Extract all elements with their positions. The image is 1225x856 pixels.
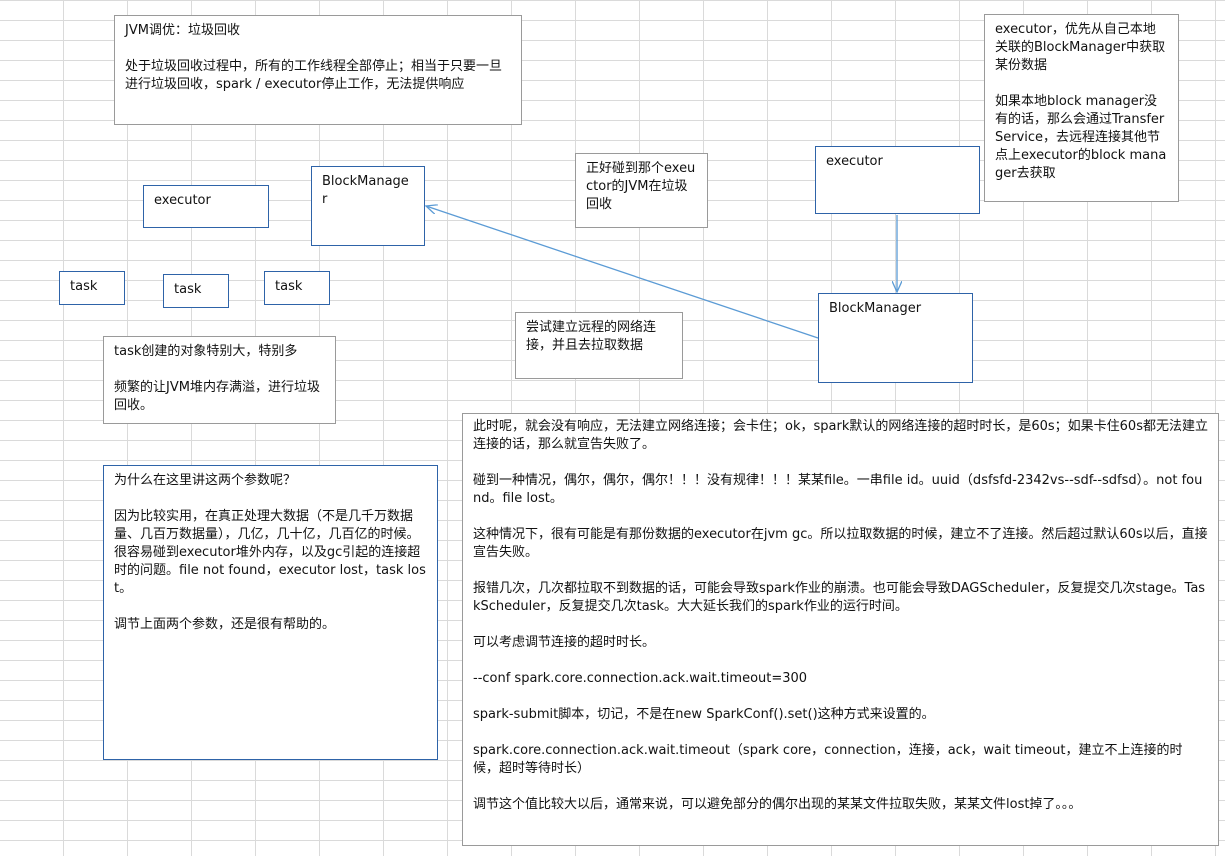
executor-fetch-note: executor，优先从自己本地关联的BlockManager中获取某份数据 如… — [984, 14, 1179, 202]
jvm-gc-title: JVM调优：垃圾回收 — [125, 23, 240, 38]
timeout-paragraph-6: --conf spark.core.connection.ack.wait.ti… — [473, 671, 808, 686]
why-parameters-note: 为什么在这里讲这两个参数呢？ 因为比较实用，在真正处理大数据（不是几千万数据量、… — [103, 465, 438, 760]
right-block-manager-box: BlockManager — [818, 293, 973, 383]
why-reason: 因为比较实用，在真正处理大数据（不是几千万数据量、几百万数据量），几亿，几十亿，… — [114, 509, 426, 596]
task-object-note: task创建的对象特别大，特别多 频繁的让JVM堆内存满溢，进行垃圾回收。 — [103, 336, 336, 424]
timeout-paragraph-7: spark-submit脚本，切记，不是在new SparkConf().set… — [473, 707, 935, 722]
task-box-2: task — [163, 274, 229, 308]
timeout-paragraph-9: 调节这个值比较大以后，通常来说，可以避免部分的偶尔出现的某某文件拉取失败，某某文… — [473, 797, 1082, 812]
right-executor-label: executor — [826, 154, 883, 169]
left-executor-label: executor — [154, 193, 211, 208]
why-conclusion: 调节上面两个参数，还是很有帮助的。 — [114, 617, 336, 632]
timeout-paragraph-3: 这种情况下，很有可能是有那份数据的executor在jvm gc。所以拉取数据的… — [473, 527, 1208, 560]
timeout-paragraph-2: 碰到一种情况，偶尔，偶尔，偶尔！！！没有规律！！！某某file。一串file i… — [473, 473, 1203, 506]
remote-connect-text: 尝试建立远程的网络连接，并且去拉取数据 — [526, 320, 657, 353]
timeout-paragraph-5: 可以考虑调节连接的超时时长。 — [473, 635, 656, 650]
task-label-1: task — [70, 279, 98, 294]
jvm-gc-body: 处于垃圾回收过程中，所有的工作线程全部停止；相当于只要一旦进行垃圾回收，spar… — [125, 59, 503, 92]
timeout-paragraph-4: 报错几次，几次都拉取不到数据的话，可能会导致spark作业的崩溃。也可能会导致D… — [473, 581, 1206, 614]
right-block-manager-label: BlockManager — [829, 301, 922, 316]
left-block-manager-label: BlockManager — [322, 174, 409, 207]
why-question: 为什么在这里讲这两个参数呢？ — [114, 473, 297, 488]
timeout-explanation-note: 此时呢，就会没有响应，无法建立网络连接；会卡住；ok，spark默认的网络连接的… — [462, 413, 1219, 846]
timeout-paragraph-1: 此时呢，就会没有响应，无法建立网络连接；会卡住；ok，spark默认的网络连接的… — [473, 419, 1208, 452]
left-block-manager-box: BlockManager — [311, 166, 425, 246]
task-object-gc: 频繁的让JVM堆内存满溢，进行垃圾回收。 — [114, 380, 320, 413]
executor-fetch-remote: 如果本地block manager没有的话，那么会通过TransferServi… — [995, 94, 1167, 181]
left-executor-box: executor — [143, 185, 269, 228]
executor-fetch-local: executor，优先从自己本地关联的BlockManager中获取某份数据 — [995, 22, 1166, 73]
right-executor-box: executor — [815, 146, 980, 214]
remote-connect-note: 尝试建立远程的网络连接，并且去拉取数据 — [515, 312, 683, 379]
gc-timing-text: 正好碰到那个exeuctor的JVM在垃圾回收 — [586, 161, 696, 212]
task-box-3: task — [264, 271, 330, 305]
jvm-gc-note: JVM调优：垃圾回收 处于垃圾回收过程中，所有的工作线程全部停止；相当于只要一旦… — [114, 15, 522, 125]
task-label-2: task — [174, 282, 202, 297]
task-label-3: task — [275, 279, 303, 294]
task-box-1: task — [59, 271, 125, 305]
task-object-size: task创建的对象特别大，特别多 — [114, 344, 298, 359]
timeout-paragraph-8: spark.core.connection.ack.wait.timeout（s… — [473, 743, 1183, 776]
gc-timing-note: 正好碰到那个exeuctor的JVM在垃圾回收 — [575, 153, 708, 228]
